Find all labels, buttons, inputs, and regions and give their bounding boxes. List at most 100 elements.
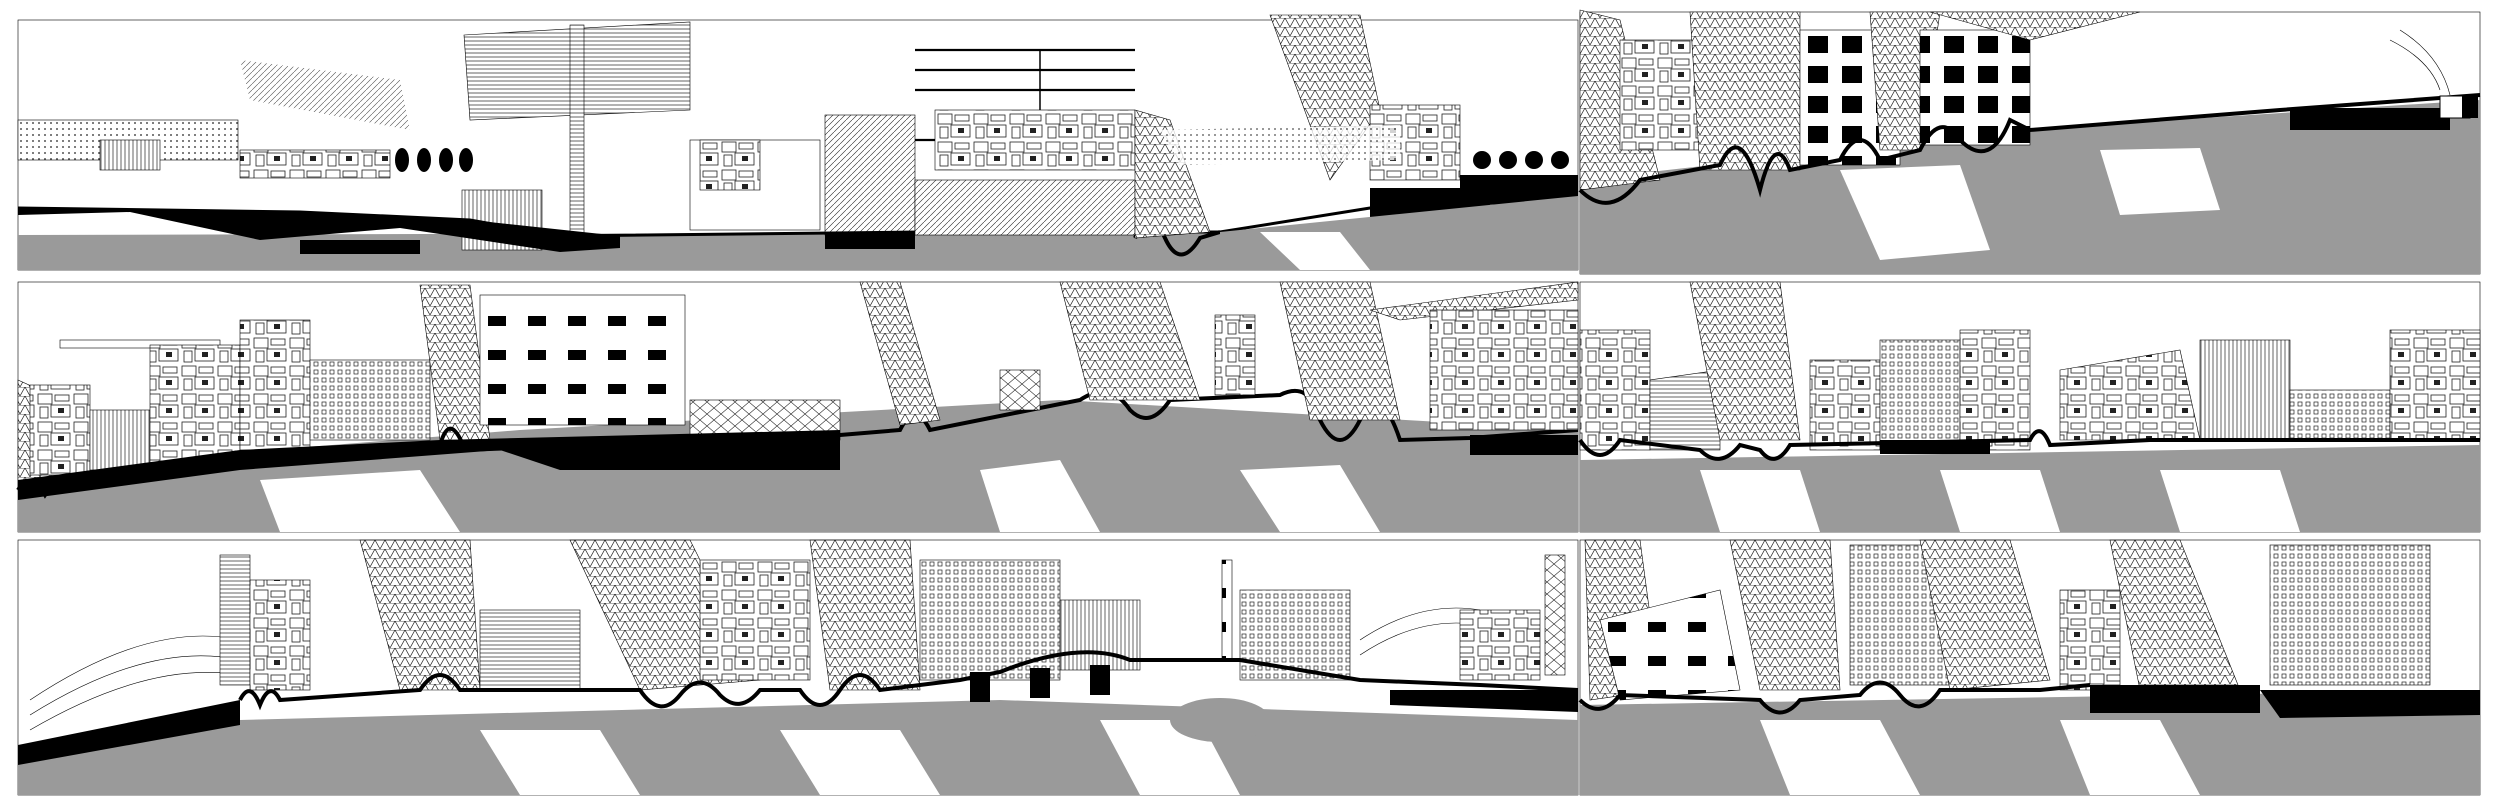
building bbox=[99, 139, 161, 171]
building bbox=[1214, 314, 1256, 396]
striped-tower bbox=[1221, 559, 1233, 661]
building bbox=[934, 109, 1136, 171]
building bbox=[1579, 329, 1651, 451]
shadow-cut bbox=[2100, 148, 2220, 215]
building bbox=[249, 579, 311, 691]
hatched-slab bbox=[1689, 281, 1801, 441]
building bbox=[1959, 329, 2031, 451]
ground-slab bbox=[18, 208, 620, 252]
grid-facade bbox=[2269, 544, 2431, 686]
building bbox=[309, 359, 431, 441]
sketch-lines bbox=[2389, 29, 2451, 96]
pier bbox=[970, 672, 990, 702]
building bbox=[699, 559, 811, 681]
shadow-cut bbox=[2160, 470, 2300, 532]
building bbox=[239, 149, 391, 179]
building bbox=[2389, 329, 2481, 441]
building bbox=[1879, 339, 1961, 451]
ground-line bbox=[1219, 198, 1579, 234]
hatched-slab bbox=[1729, 539, 1841, 691]
building bbox=[2289, 389, 2391, 441]
sketch-lines bbox=[29, 635, 241, 731]
grid-facade bbox=[1919, 29, 2031, 146]
dot bbox=[1525, 151, 1543, 169]
wave-terrain bbox=[1578, 429, 2480, 461]
pier bbox=[1090, 665, 1110, 695]
wave-terrain bbox=[238, 650, 1579, 711]
hatched-slab bbox=[809, 539, 921, 691]
row-2-left-panel bbox=[16, 281, 1579, 533]
building bbox=[219, 554, 251, 686]
shadow-cut bbox=[1940, 470, 2060, 532]
dot bbox=[1499, 151, 1517, 169]
shadow-pool bbox=[1170, 698, 1270, 742]
dash-bar bbox=[59, 339, 221, 349]
dot bbox=[439, 148, 453, 172]
slab bbox=[1880, 440, 1990, 454]
slab bbox=[2090, 685, 2260, 713]
grid-facade bbox=[479, 294, 686, 426]
shadow-cut bbox=[1760, 720, 1920, 795]
hatched-slab bbox=[1689, 11, 1801, 171]
hatched-wedge bbox=[1134, 109, 1211, 239]
building bbox=[239, 319, 311, 451]
ground-slab bbox=[1390, 690, 1578, 712]
shadow-cut bbox=[260, 470, 460, 532]
building bbox=[1649, 369, 1721, 451]
shadow-cut bbox=[1840, 165, 1990, 260]
row-3-left-panel bbox=[17, 539, 1579, 796]
shadow-cut bbox=[1240, 465, 1380, 532]
building bbox=[89, 409, 151, 471]
building bbox=[2059, 589, 2121, 691]
hatched-canopy bbox=[1369, 281, 1579, 321]
ground-slab bbox=[18, 430, 840, 500]
building bbox=[1429, 309, 1579, 431]
ground-slab bbox=[2260, 690, 2480, 718]
building bbox=[1459, 609, 1541, 681]
slab bbox=[300, 240, 420, 254]
hatched-slab bbox=[359, 539, 481, 691]
building bbox=[29, 384, 91, 476]
hatched-cloud bbox=[1160, 125, 1400, 165]
dot bbox=[417, 148, 431, 172]
shadow-mass bbox=[1580, 100, 2480, 274]
building bbox=[2059, 349, 2201, 441]
hatched-canopy bbox=[1929, 11, 2141, 41]
row-1-left-panel bbox=[17, 14, 1579, 271]
hatched-slab bbox=[1059, 281, 1201, 401]
row-1-right-panel bbox=[1578, 9, 2481, 275]
building bbox=[1809, 359, 1881, 451]
row-3-right-panel bbox=[1578, 539, 2481, 796]
building bbox=[479, 609, 581, 691]
tower bbox=[1544, 554, 1566, 676]
shadow-cut bbox=[780, 730, 940, 795]
shadow-cut bbox=[1700, 470, 1820, 532]
slab bbox=[2290, 108, 2450, 130]
shadow-cut bbox=[1260, 232, 1370, 270]
hatched-slab bbox=[1919, 539, 2051, 691]
slab bbox=[1470, 435, 1578, 455]
grid-facade bbox=[919, 559, 1061, 681]
pier bbox=[1030, 668, 1050, 698]
slab bbox=[825, 233, 915, 249]
hatched-slab bbox=[859, 281, 941, 426]
hatched-slab bbox=[2109, 539, 2241, 691]
building bbox=[1619, 39, 1701, 151]
building bbox=[149, 344, 241, 466]
slab bbox=[2462, 96, 2478, 118]
row-2-right-panel bbox=[1578, 281, 2481, 533]
building bbox=[1239, 589, 1351, 681]
ground-slab bbox=[18, 700, 240, 765]
wave-terrain bbox=[1578, 93, 2481, 205]
dot bbox=[1473, 151, 1491, 169]
shadow-cut bbox=[480, 730, 640, 795]
building bbox=[999, 369, 1041, 411]
building bbox=[699, 139, 761, 191]
hatched-slab bbox=[419, 284, 491, 441]
dot bbox=[1551, 151, 1569, 169]
building bbox=[2199, 339, 2291, 441]
shadow-cut bbox=[2060, 720, 2200, 795]
building bbox=[914, 179, 1136, 236]
